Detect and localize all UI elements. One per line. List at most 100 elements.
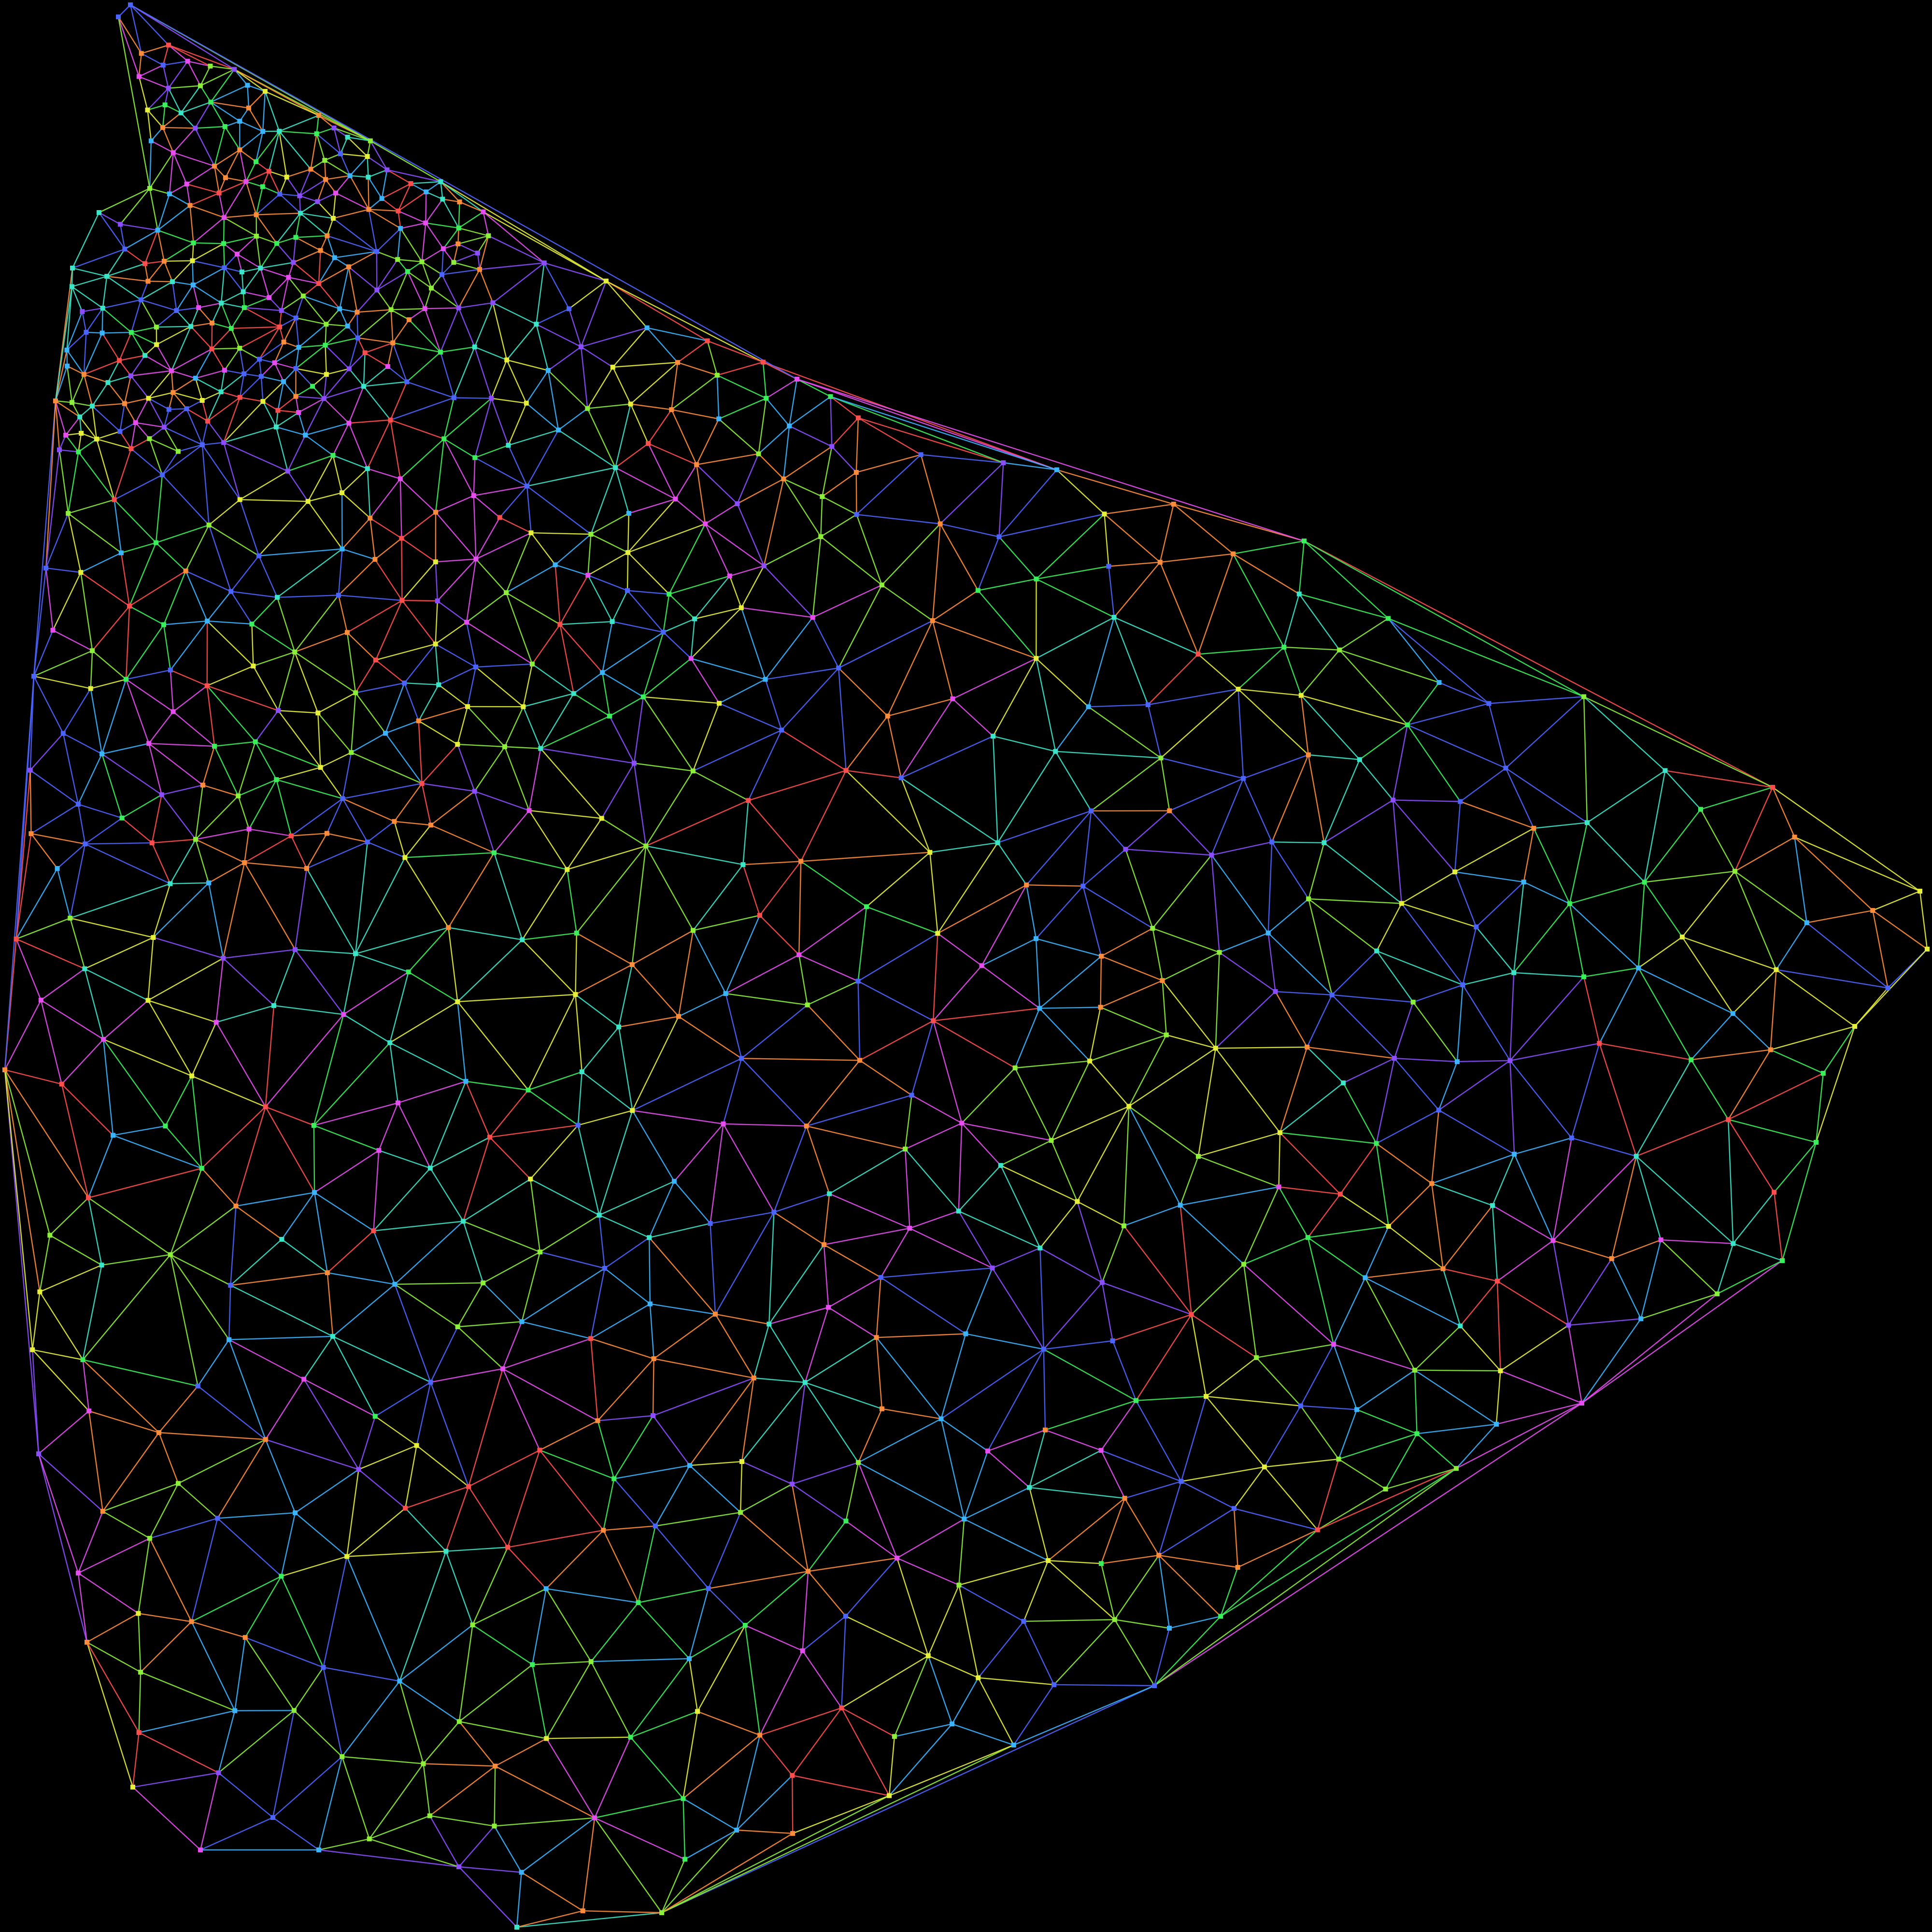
- mesh-node: [465, 704, 470, 709]
- mesh-edge: [671, 374, 718, 411]
- mesh-edge: [55, 365, 68, 402]
- mesh-edge: [1159, 553, 1234, 563]
- mesh-edge: [320, 767, 343, 799]
- mesh-node: [122, 246, 128, 252]
- mesh-node: [500, 1366, 505, 1371]
- mesh-edge: [260, 267, 289, 278]
- mesh-edge: [1300, 1405, 1339, 1460]
- mesh-edge: [661, 1685, 1155, 1914]
- mesh-node: [595, 1418, 600, 1423]
- mesh-node: [422, 306, 427, 312]
- mesh-edge: [540, 715, 611, 749]
- mesh-edge: [807, 980, 859, 1006]
- mesh-edge: [1727, 1049, 1771, 1121]
- mesh-edge: [185, 570, 232, 592]
- mesh-edge: [279, 130, 287, 178]
- mesh-edge: [437, 600, 468, 623]
- mesh-edge: [125, 679, 174, 712]
- mesh-node: [166, 85, 171, 91]
- mesh-node: [925, 1653, 931, 1658]
- mesh-edge: [195, 369, 226, 379]
- mesh-node: [116, 14, 121, 19]
- mesh-node: [695, 1709, 700, 1714]
- mesh-edge: [737, 453, 759, 505]
- mesh-edge: [144, 263, 149, 282]
- mesh-node: [520, 937, 525, 942]
- mesh-edge: [630, 403, 672, 411]
- mesh-edge: [1505, 696, 1585, 769]
- mesh-edge: [1442, 1268, 1461, 1327]
- mesh-edge: [830, 396, 1058, 470]
- mesh-node: [1405, 722, 1410, 727]
- mesh-edge: [1454, 801, 1461, 873]
- mesh-node: [338, 151, 343, 156]
- mesh-edge: [369, 1815, 430, 1840]
- mesh-edge: [857, 1462, 965, 1520]
- mesh-edge: [293, 262, 320, 284]
- mesh-edge: [791, 1462, 859, 1485]
- mesh-node: [128, 446, 134, 451]
- mesh-edge: [1153, 1616, 1222, 1687]
- mesh-edge: [822, 471, 857, 497]
- mesh-edge: [723, 1123, 807, 1127]
- mesh-edge: [313, 1124, 380, 1151]
- mesh-edge: [66, 365, 73, 403]
- mesh-node: [86, 1195, 91, 1200]
- mesh-edge: [759, 1707, 842, 1736]
- mesh-edge: [1690, 1049, 1771, 1061]
- mesh-edge: [230, 591, 278, 598]
- mesh-node: [222, 124, 227, 129]
- mesh-edge: [1635, 1059, 1692, 1157]
- mesh-edge: [474, 346, 492, 399]
- mesh-edge: [170, 838, 197, 884]
- mesh-node: [316, 1847, 321, 1852]
- mesh-node: [1521, 880, 1526, 885]
- mesh-edge: [317, 201, 334, 219]
- mesh-edge: [716, 361, 764, 376]
- mesh-edge: [806, 1125, 906, 1150]
- mesh-edge: [1690, 1013, 1734, 1061]
- mesh-edge: [601, 631, 664, 673]
- mesh-edge: [399, 438, 445, 480]
- mesh-edge: [323, 1666, 400, 1682]
- mesh-edge: [677, 340, 708, 363]
- mesh-edge: [653, 1358, 754, 1379]
- mesh-edge: [557, 408, 588, 431]
- mesh-edge: [547, 346, 582, 371]
- mesh-edge: [316, 127, 335, 135]
- mesh-edge: [158, 1385, 199, 1434]
- mesh-edge: [4, 1069, 33, 1350]
- mesh-edge: [435, 511, 477, 560]
- mesh-edge: [1872, 909, 1889, 989]
- mesh-node: [260, 184, 265, 189]
- mesh-node: [258, 266, 263, 271]
- mesh-edge: [234, 1636, 246, 1712]
- mesh-edge: [559, 574, 589, 625]
- mesh-edge: [210, 69, 235, 103]
- mesh-edge: [61, 1083, 89, 1199]
- mesh-node: [1012, 1065, 1018, 1070]
- mesh-edge: [759, 1650, 803, 1736]
- mesh-edge: [1267, 898, 1309, 934]
- mesh-edge: [638, 1588, 709, 1604]
- mesh-edge: [438, 684, 469, 708]
- mesh-edge: [522, 932, 578, 940]
- mesh-edge: [138, 1537, 151, 1614]
- mesh-edge: [363, 366, 389, 387]
- mesh-edge: [1583, 696, 1588, 824]
- mesh-node: [433, 641, 438, 647]
- mesh-node: [1196, 1154, 1201, 1159]
- mesh-edge: [1028, 1487, 1125, 1499]
- mesh-edge: [590, 1602, 639, 1662]
- mesh-edge: [236, 235, 257, 255]
- mesh-edge: [477, 235, 489, 254]
- mesh-edge: [91, 405, 121, 432]
- mesh-edge: [170, 1205, 237, 1255]
- mesh-edge: [812, 616, 839, 669]
- mesh-edge: [369, 517, 402, 539]
- mesh-node: [80, 309, 85, 314]
- mesh-edge: [806, 1125, 830, 1194]
- mesh-edge: [210, 101, 241, 122]
- mesh-edge: [235, 1192, 315, 1207]
- mesh-edge: [1055, 751, 1162, 759]
